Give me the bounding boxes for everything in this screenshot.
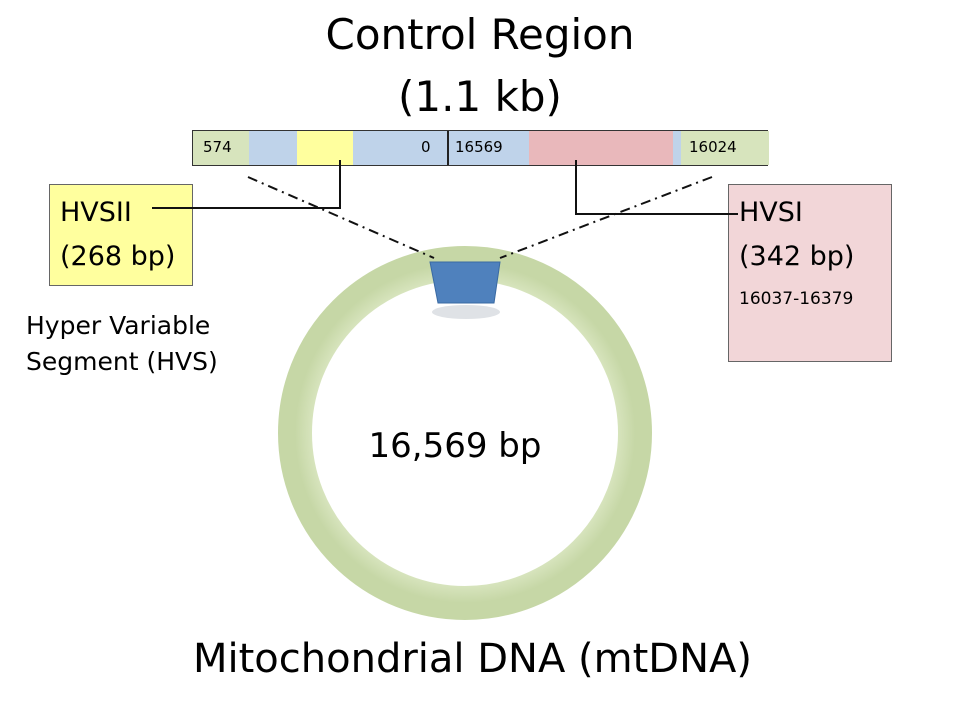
hvsi-connector	[575, 160, 738, 215]
bar-label-16024: 16024	[689, 138, 737, 156]
control-region-wedge	[429, 261, 501, 304]
mtdna-title: Mitochondrial DNA (mtDNA)	[193, 636, 752, 682]
hvsi-size: (342 bp)	[739, 241, 855, 272]
hvs-caption-line2: Segment (HVS)	[26, 347, 218, 376]
bar-segment-green-left	[193, 131, 249, 165]
bar-label-574: 574	[203, 138, 232, 156]
hvsii-size: (268 bp)	[60, 241, 176, 272]
bar-label-16569: 16569	[455, 138, 503, 156]
bar-segment-green-right	[681, 131, 769, 165]
hvs-caption-line1: Hyper Variable	[26, 311, 211, 340]
diagram-title-line1: Control Region	[325, 10, 635, 59]
wedge-shadow	[432, 305, 500, 319]
hvsii-name: HVSII	[60, 197, 132, 228]
guide-line-right	[499, 176, 713, 259]
bar-segment-hvsi	[529, 131, 673, 165]
hvsi-name: HVSI	[739, 197, 803, 228]
hvs-caption: Hyper Variable Segment (HVS)	[26, 308, 218, 380]
hvsii-box: HVSII (268 bp)	[49, 184, 193, 286]
control-region-bar: 574 0 16569 16024	[192, 130, 769, 166]
guide-line-left	[247, 176, 435, 259]
bar-segment-hvsii	[297, 131, 353, 165]
genome-size-label: 16,569 bp	[368, 426, 542, 466]
hvsii-connector	[152, 160, 341, 209]
bar-origin-divider	[447, 131, 449, 165]
diagram-title-line2: (1.1 kb)	[398, 72, 562, 121]
hvsi-range: 16037-16379	[739, 289, 854, 309]
bar-label-0: 0	[421, 138, 431, 156]
hvsi-box: HVSI (342 bp) 16037-16379	[728, 184, 892, 362]
